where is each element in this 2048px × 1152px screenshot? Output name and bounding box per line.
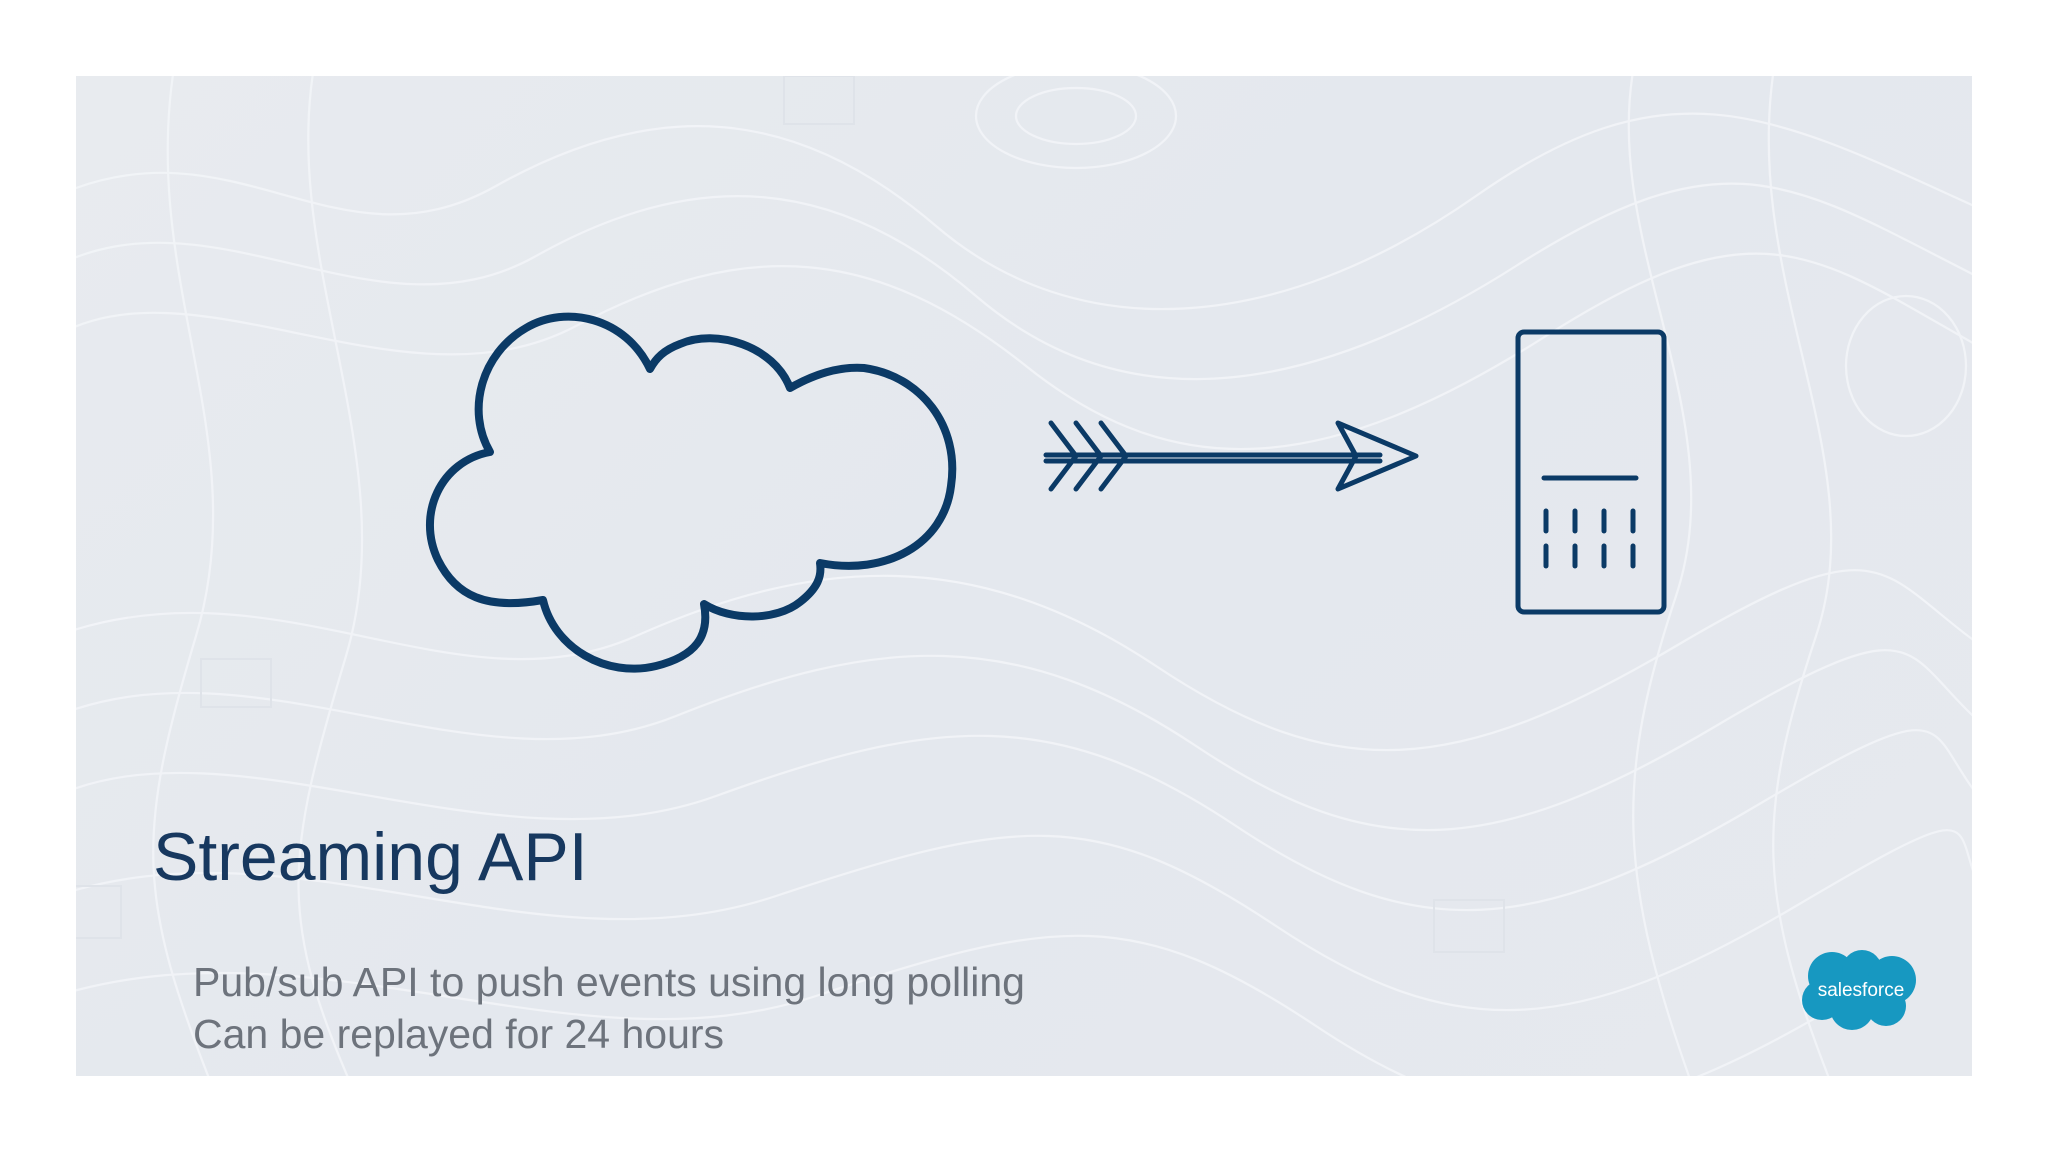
slide: Streaming API Pub/sub API to push events… xyxy=(76,76,1972,1076)
bullet-item: Can be replayed for 24 hours xyxy=(193,1011,725,1057)
salesforce-logo: salesforce xyxy=(1798,946,1924,1036)
bullet-list: Pub/sub API to push events using long po… xyxy=(193,956,1025,1060)
topographic-background xyxy=(76,76,1972,1076)
cloud-icon xyxy=(425,312,957,673)
arrow-icon xyxy=(1043,420,1419,492)
diagram xyxy=(425,312,1667,673)
server-icon xyxy=(1515,329,1667,615)
logo-cloud-icon xyxy=(1802,950,1916,1030)
slide-title: Streaming API xyxy=(153,819,588,895)
logo-text: salesforce xyxy=(1817,980,1905,1001)
bullet-item: Pub/sub API to push events using long po… xyxy=(193,959,1025,1005)
